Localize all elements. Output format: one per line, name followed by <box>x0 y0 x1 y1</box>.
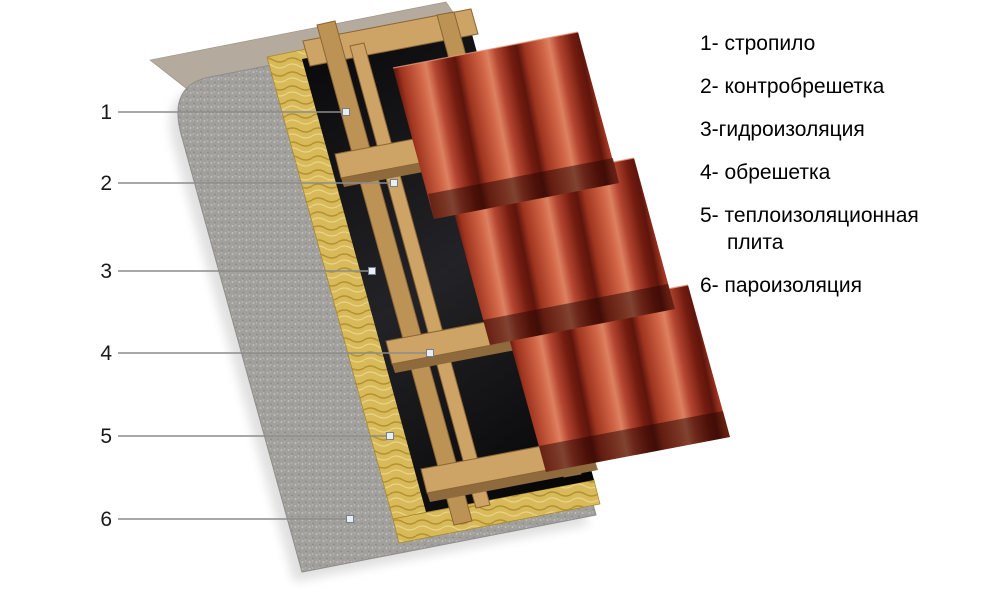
legend-item-2-label: 2- контробрешетка <box>700 75 885 98</box>
legend: 1- стропило 2- контробрешетка 3-гидроизо… <box>700 30 919 315</box>
tile-row-top-scallop <box>428 158 619 219</box>
tile-row-bottom-scallop <box>539 411 730 472</box>
leader-marker-3 <box>368 267 376 275</box>
legend-item-1: 1- стропило <box>700 30 919 57</box>
legend-item-3: 3-гидроизоляция <box>700 116 919 143</box>
tile-row-top <box>392 31 619 219</box>
lathing-batten-bottom-side <box>427 461 598 502</box>
callout-leaders <box>118 111 430 520</box>
leader-marker-2 <box>390 179 398 187</box>
callout-number-5: 5 <box>100 425 112 448</box>
callout-number-2: 2 <box>100 172 112 195</box>
legend-item-1-label: 1- стропило <box>700 32 816 55</box>
legend-item-4: 4- обрешетка <box>700 159 919 186</box>
legend-item-6-label: 6- пароизоляция <box>700 274 863 297</box>
leader-marker-5 <box>386 432 394 440</box>
legend-item-5-label-line2: плита <box>727 231 784 254</box>
tile-row-middle-scallop <box>483 284 675 345</box>
callout-number-1: 1 <box>100 101 112 124</box>
callout-markers <box>342 108 434 523</box>
leader-marker-4 <box>426 349 434 357</box>
legend-item-4-label: 4- обрешетка <box>700 161 831 184</box>
leader-marker-1 <box>342 108 350 116</box>
ridge-plate <box>302 8 479 67</box>
legend-item-2: 2- контробрешетка <box>700 73 919 100</box>
leader-marker-6 <box>346 515 354 523</box>
callout-number-4: 4 <box>100 342 112 365</box>
callout-number-3: 3 <box>100 260 112 283</box>
legend-item-5: 5- теплоизоляционная плита <box>700 202 919 256</box>
legend-item-5-label: 5- теплоизоляционная <box>700 204 919 227</box>
insulation-edge-bottom <box>392 479 601 544</box>
legend-item-6: 6- пароизоляция <box>700 272 919 299</box>
callout-number-6: 6 <box>100 508 112 531</box>
callout-numbers: 1 2 3 4 5 6 <box>100 101 112 531</box>
insulation-edge-left <box>266 48 433 520</box>
legend-item-3-label: 3-гидроизоляция <box>700 118 865 141</box>
tile-row-top-highlight <box>392 31 579 69</box>
